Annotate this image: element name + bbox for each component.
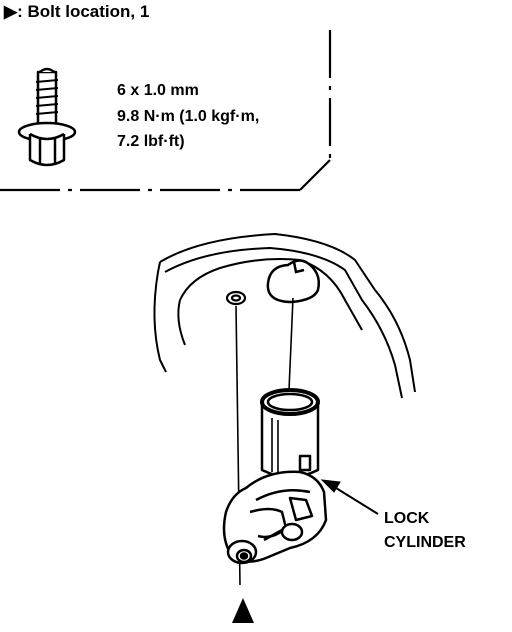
lock-cylinder xyxy=(222,388,328,565)
bolt-size: 6 x 1.0 mm xyxy=(117,82,199,99)
column-housing xyxy=(153,232,416,399)
bolt-hole xyxy=(225,290,247,306)
callout-leader xyxy=(320,479,379,515)
bolt-location-arrow-icon xyxy=(232,598,254,623)
bolt-icon xyxy=(17,67,77,167)
lock-cylinder-label-line-2: CYLINDER xyxy=(384,534,466,551)
cylinder-opening xyxy=(266,259,320,304)
bolt-location-legend: ▶: Bolt location, 1 xyxy=(4,2,150,21)
bolt-torque-line-2: 7.2 lbf·ft) xyxy=(117,133,185,150)
bolt-torque-line-1: 9.8 N·m (1.0 kgf·m, xyxy=(117,108,260,125)
lock-cylinder-label-line-1: LOCK xyxy=(384,510,430,527)
inset-frame xyxy=(0,30,332,192)
